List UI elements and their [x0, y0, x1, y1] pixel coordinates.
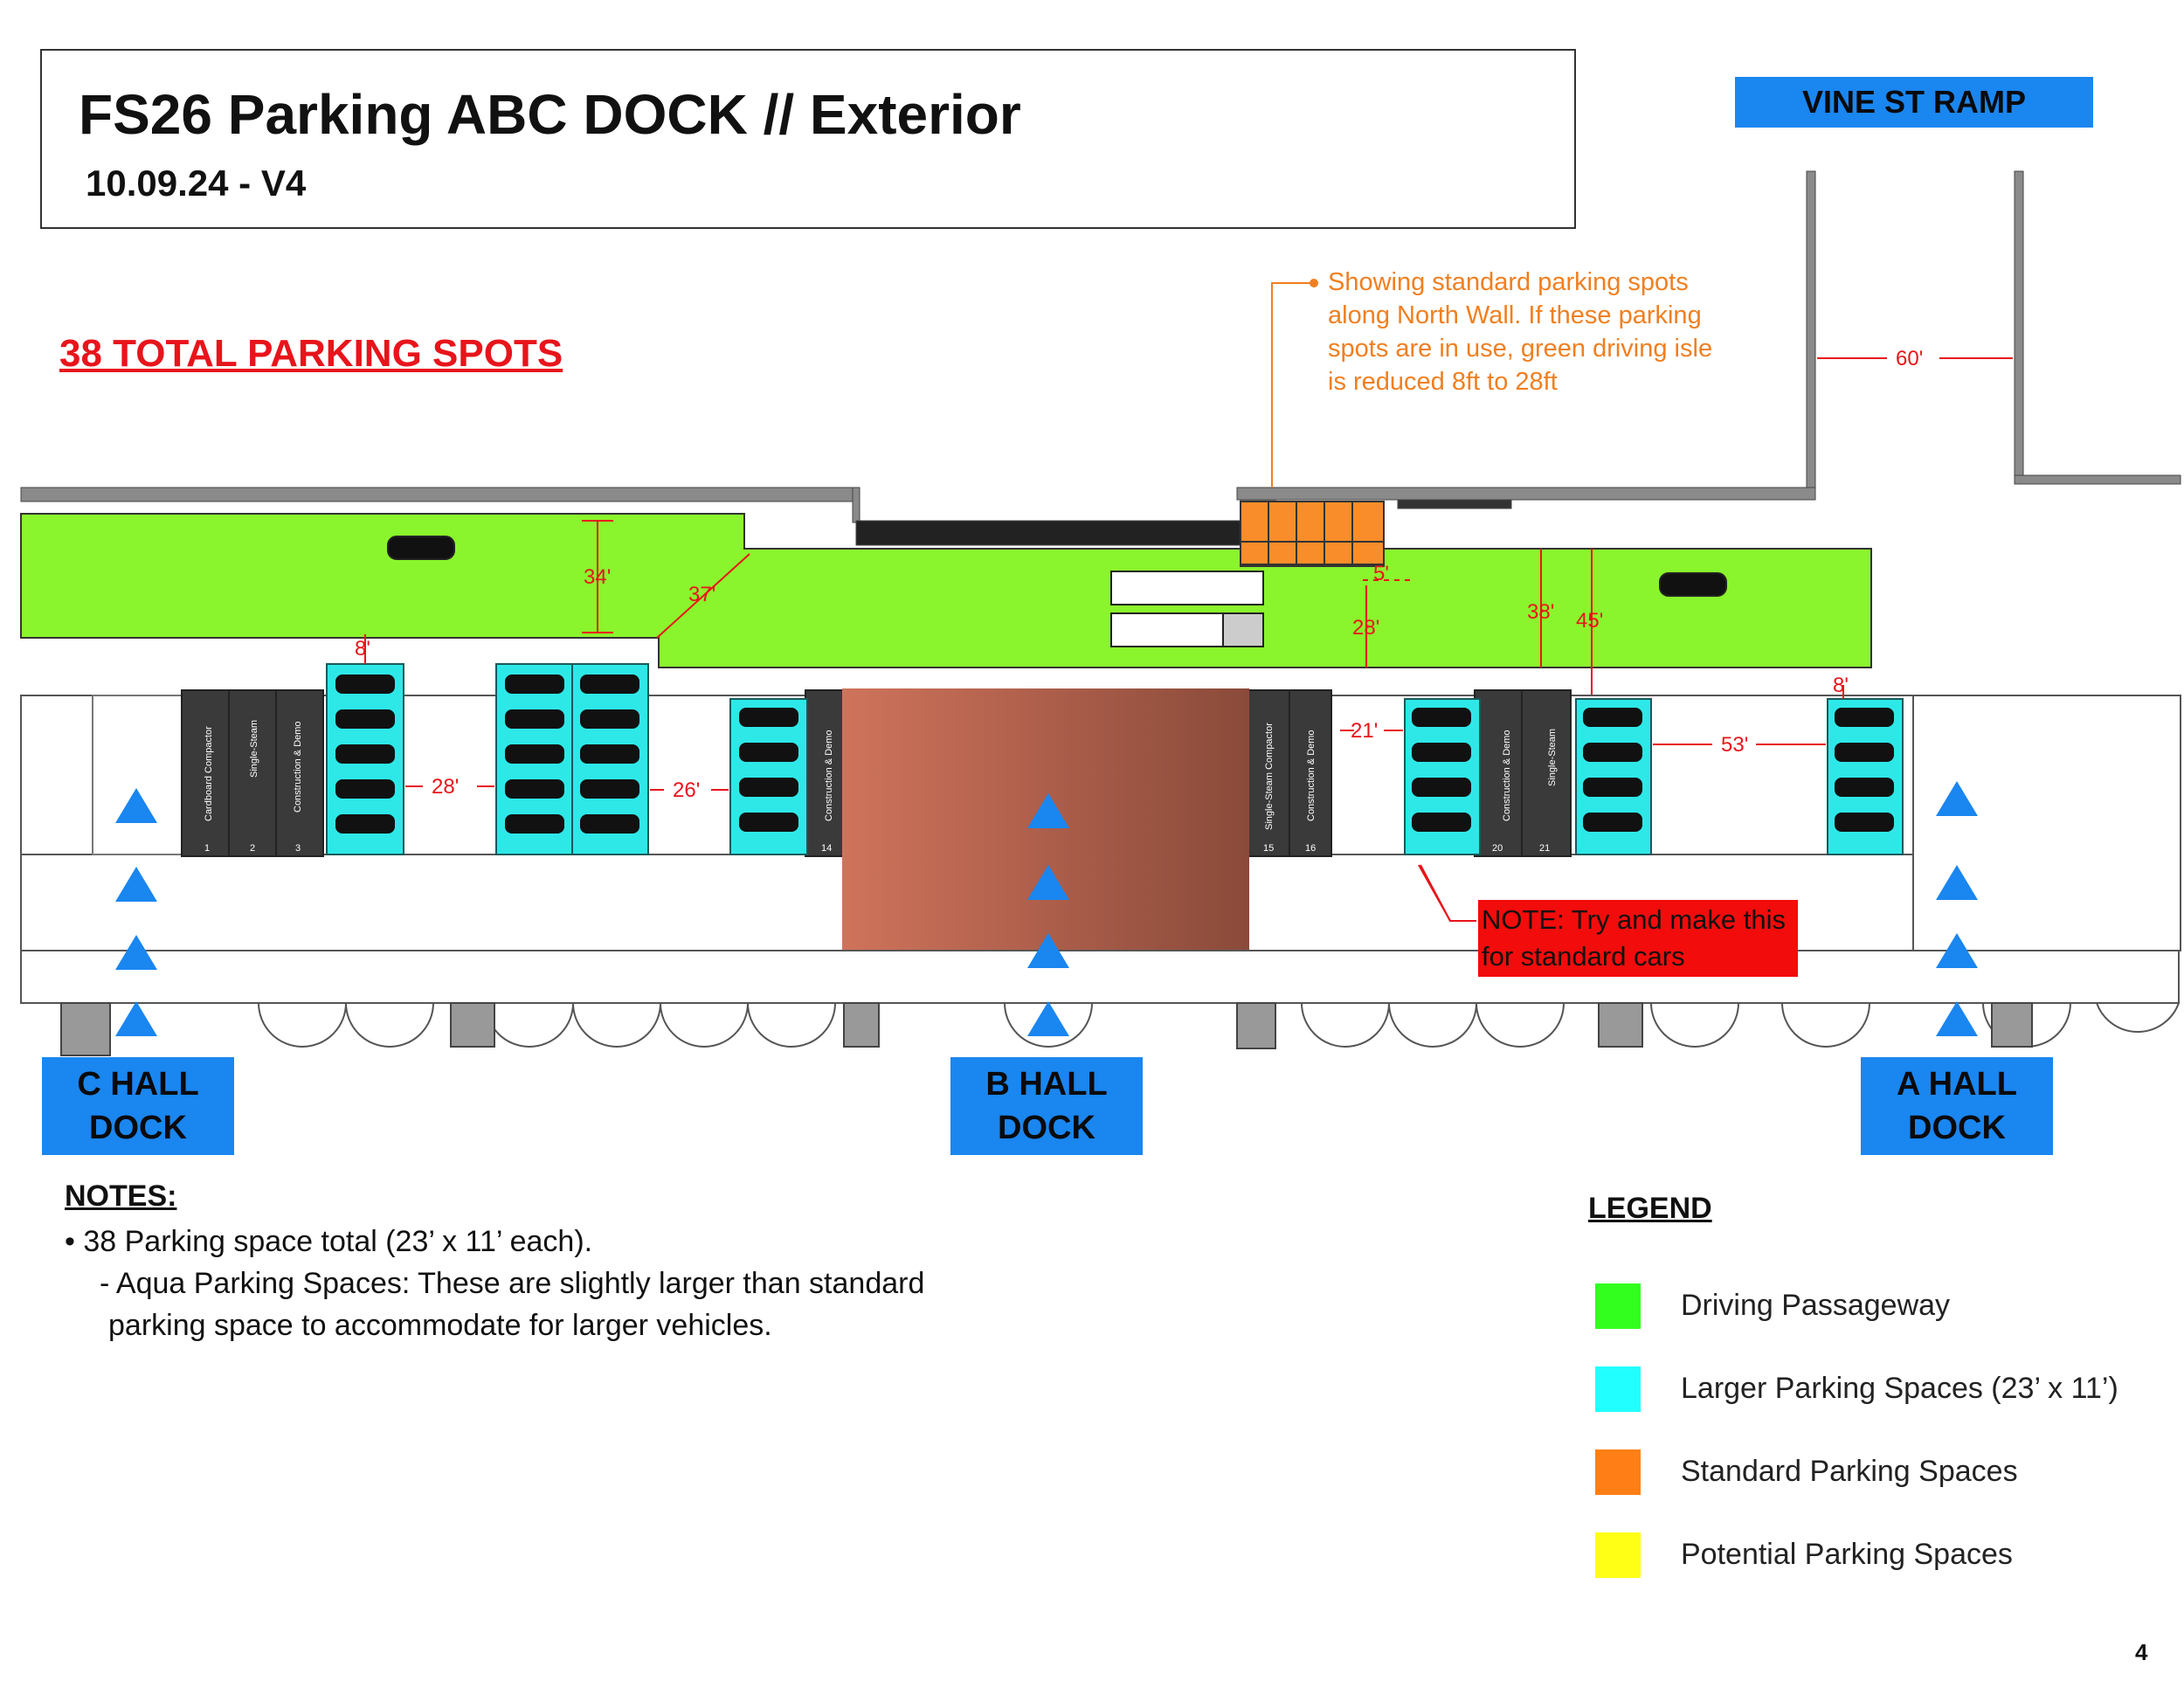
dock-arrows	[115, 781, 1978, 1036]
dim-5: 5'	[1373, 562, 1389, 585]
title-box: FS26 Parking ABC DOCK // Exterior 10.09.…	[40, 49, 1576, 229]
dock-label-line2: DOCK	[998, 1110, 1095, 1146]
dim-60: 60'	[1896, 347, 1923, 370]
cart-number: 16	[1305, 843, 1316, 854]
legend-label: Driving Passageway	[1681, 1289, 1951, 1322]
cart-labels: Cardboard Compactor Single-Steam Constru…	[204, 720, 1558, 854]
cart-number: 2	[250, 843, 255, 854]
dock-doors	[258, 1002, 2180, 1048]
cart-label: Cardboard Compactor	[204, 726, 214, 821]
dock-label-line1: A HALL	[1897, 1066, 2017, 1103]
cart-label: Construction & Demo	[824, 730, 834, 821]
cart-label: Single-Steam	[1547, 729, 1558, 786]
driving-passageway	[20, 513, 1872, 668]
dim-37: 37'	[688, 583, 715, 606]
cart-number: 1	[204, 843, 210, 854]
dim-26: 26'	[673, 778, 700, 802]
cart-label: Construction & Demo	[1306, 730, 1317, 821]
legend-swatch	[1595, 1283, 1641, 1329]
legend-item: Potential Parking Spaces	[1588, 1513, 2156, 1596]
cart-number: 14	[821, 843, 832, 854]
note-line: • 38 Parking space total (23’ x 11’ each…	[65, 1225, 593, 1258]
dim-21: 21'	[1351, 719, 1378, 743]
red-note-line1: NOTE: Try and make this	[1482, 904, 1786, 935]
dock-pads	[60, 1002, 2033, 1056]
note-line: - Aqua Parking Spaces: These are slightl…	[100, 1267, 925, 1300]
page-number: 4	[2135, 1639, 2148, 1665]
legend-item: Driving Passageway	[1588, 1264, 2156, 1347]
dim-28-top: 28'	[1352, 616, 1379, 640]
cart-number: 20	[1492, 843, 1503, 854]
version-label: 10.09.24 - V4	[86, 163, 307, 204]
cart-label: Single-Steam	[249, 720, 259, 778]
dim-45: 45'	[1576, 609, 1603, 633]
parked-cars	[335, 675, 1894, 834]
vehicles	[387, 536, 1727, 647]
dock-label-line2: DOCK	[1908, 1110, 2006, 1146]
c-hall-dock-label: C HALL DOCK	[42, 1057, 234, 1155]
cart-label: Single-Steam Compactor	[1264, 723, 1275, 830]
legend: LEGEND Driving Passageway Larger Parking…	[1588, 1192, 2156, 1596]
notes-heading: NOTES:	[65, 1180, 177, 1213]
legend-item: Larger Parking Spaces (23’ x 11’)	[1588, 1347, 2156, 1430]
vine-st-ramp-label: VINE ST RAMP	[1735, 77, 2093, 128]
cart-number: 21	[1539, 843, 1550, 854]
cart-label: Construction & Demo	[293, 721, 303, 813]
standard-parking-spaces	[1240, 501, 1385, 567]
dim-28-left: 28'	[432, 775, 459, 799]
note-line: parking space to accommodate for larger …	[108, 1309, 772, 1342]
dock-label-line1: C HALL	[77, 1066, 199, 1103]
standard-cars-note: NOTE: Try and make this for standard car…	[1478, 900, 1798, 977]
cart-label: Construction & Demo	[1502, 730, 1512, 821]
notes-section: NOTES: • 38 Parking space total (23’ x 1…	[65, 1180, 1026, 1346]
dim-8-right: 8'	[1833, 674, 1849, 697]
north-wall-note: Showing standard parking spots along Nor…	[1328, 268, 1713, 396]
dock-label-line1: B HALL	[985, 1066, 1108, 1103]
a-hall-dock-label: A HALL DOCK	[1861, 1057, 2053, 1155]
legend-swatch	[1595, 1532, 1641, 1578]
legend-label: Larger Parking Spaces (23’ x 11’)	[1681, 1372, 2118, 1405]
dock-wall	[20, 695, 2181, 1004]
cart-number: 15	[1263, 843, 1274, 854]
total-parking-label: 38 TOTAL PARKING SPOTS	[59, 332, 563, 375]
legend-label: Standard Parking Spaces	[1681, 1455, 2018, 1488]
legend-swatch	[1595, 1366, 1641, 1412]
waste-carts	[181, 689, 1572, 857]
page-title: FS26 Parking ABC DOCK // Exterior	[79, 83, 1021, 146]
red-note-line2: for standard cars	[1482, 941, 1685, 972]
legend-swatch	[1595, 1449, 1641, 1495]
dim-38: 38'	[1527, 600, 1554, 624]
dim-53: 53'	[1721, 733, 1748, 757]
cart-number: 3	[295, 843, 301, 854]
legend-heading: LEGEND	[1588, 1192, 1712, 1225]
dim-8-left: 8'	[355, 637, 370, 661]
b-hall-dock-label: B HALL DOCK	[950, 1057, 1143, 1155]
dim-34: 34'	[584, 565, 611, 589]
legend-label: Potential Parking Spaces	[1681, 1538, 2013, 1571]
dock-label-line2: DOCK	[89, 1110, 187, 1146]
legend-item: Standard Parking Spaces	[1588, 1430, 2156, 1513]
